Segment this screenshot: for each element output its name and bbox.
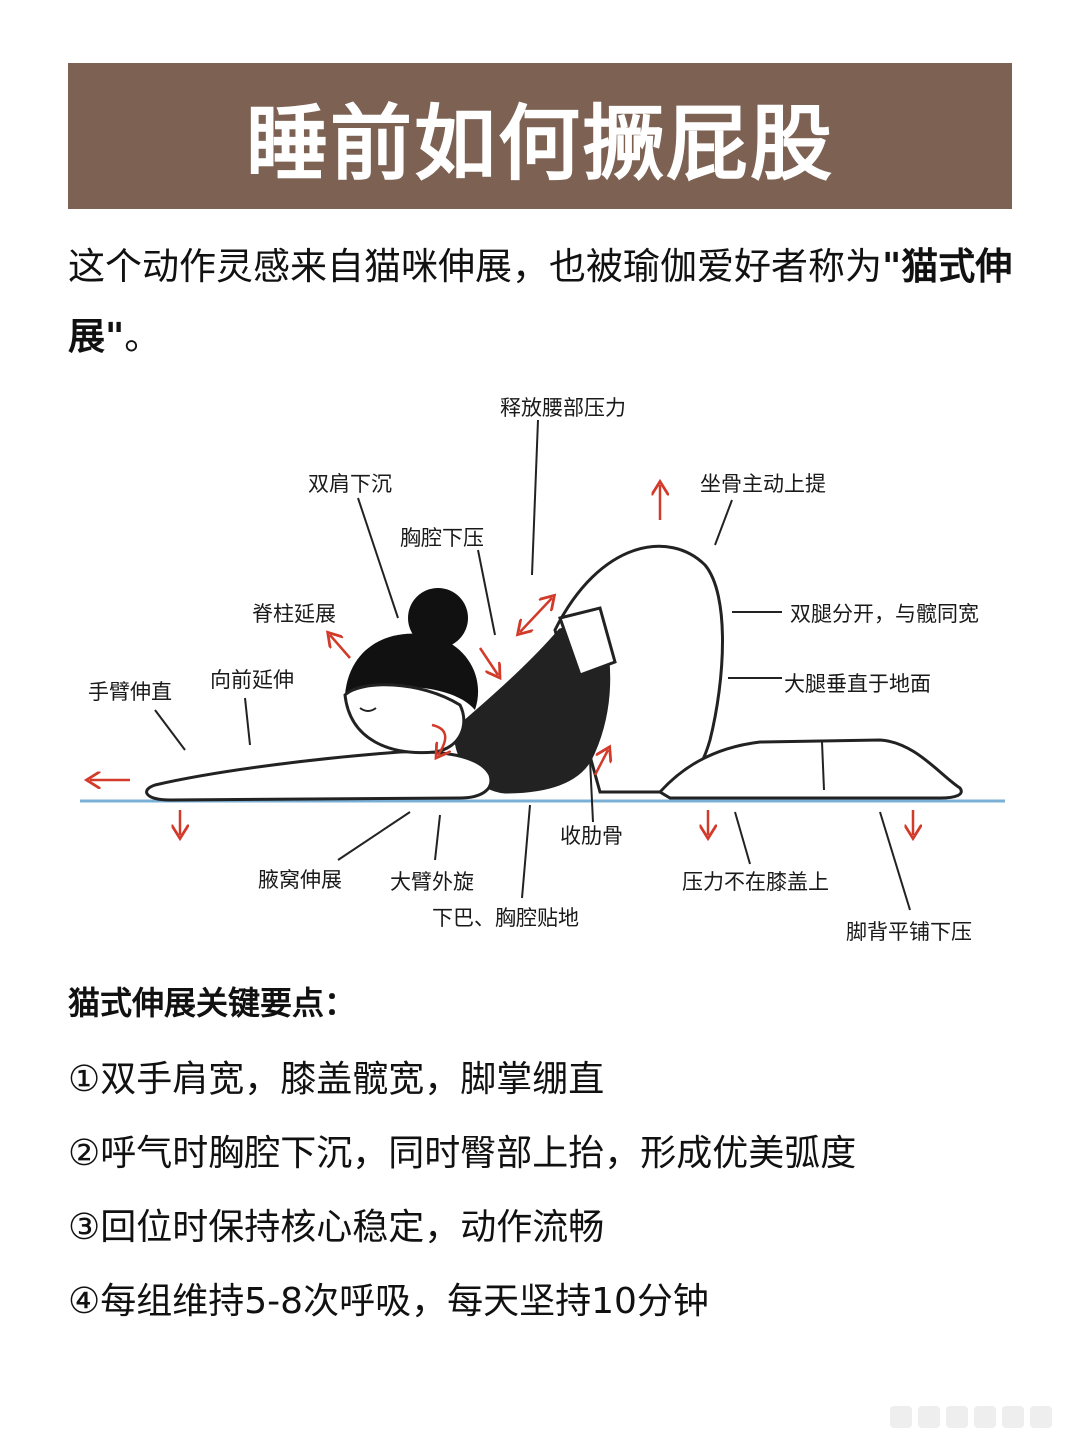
arrow-ribs xyxy=(593,750,608,776)
face-shape xyxy=(343,683,466,755)
label-sit-bones-up: 坐骨主动上提 xyxy=(700,472,826,496)
key-point-4: ④每组维持5-8次呼吸，每天坚持10分钟 xyxy=(68,1281,709,1322)
label-release-lower-back: 释放腰部压力 xyxy=(500,396,626,420)
label-ribs-in: 收肋骨 xyxy=(560,824,623,848)
label-reach-forward: 向前延伸 xyxy=(210,668,294,692)
label-spine-extend: 脊柱延展 xyxy=(252,602,336,626)
label-legs-apart: 双腿分开，与髋同宽 xyxy=(790,602,979,626)
torso-shape xyxy=(453,618,611,794)
arm-shape xyxy=(145,750,493,802)
shin-shape xyxy=(657,738,963,800)
arrow-chest xyxy=(478,647,498,675)
intro-text: 这个动作灵感来自猫咪伸展，也被瑜伽爱好者称为 xyxy=(68,245,882,288)
intro-end: 。 xyxy=(124,315,162,358)
key-point-1: ①双手肩宽，膝盖髋宽，脚掌绷直 xyxy=(68,1059,605,1100)
intro-paragraph: 这个动作灵感来自猫咪伸展，也被瑜伽爱好者称为"猫式伸展"。 xyxy=(68,232,1018,372)
key-points-title: 猫式伸展关键要点： xyxy=(68,984,357,1022)
label-feet-flat: 脚背平铺下压 xyxy=(846,920,972,944)
watermark xyxy=(890,1402,1060,1432)
title-banner: 睡前如何撅屁股 xyxy=(68,63,1012,209)
page-title: 睡前如何撅屁股 xyxy=(245,96,834,192)
pose-drawing xyxy=(80,419,1005,911)
label-arms-straight: 手臂伸直 xyxy=(88,680,172,704)
key-point-2: ②呼气时胸腔下沉，同时臀部上抬，形成优美弧度 xyxy=(68,1133,857,1174)
label-chest-down: 胸腔下压 xyxy=(400,526,484,550)
key-point-3: ③回位时保持核心稳定，动作流畅 xyxy=(68,1207,605,1248)
arrow-shoulder xyxy=(431,723,445,755)
label-armpit-stretch: 腋窝伸展 xyxy=(258,868,342,892)
label-no-knee-pressure: 压力不在膝盖上 xyxy=(682,870,829,894)
arrow-spine xyxy=(330,635,351,659)
hair-bun xyxy=(408,588,468,648)
label-chin-chest-floor: 下巴、胸腔贴地 xyxy=(432,906,579,930)
hair-shape xyxy=(345,633,479,710)
label-upper-arm-rotate: 大臂外旋 xyxy=(390,870,474,894)
intro-bold-term: "猫式伸展" xyxy=(68,245,1013,358)
arrow-waist xyxy=(520,598,552,632)
label-thighs-vertical: 大腿垂直于地面 xyxy=(784,672,931,696)
cat-stretch-illustration: 释放腰部压力 双肩下沉 坐骨主动上提 胸腔下压 脊柱延展 双腿分开，与髋同宽 手… xyxy=(60,380,1020,960)
label-shoulders-down: 双肩下沉 xyxy=(308,472,392,496)
